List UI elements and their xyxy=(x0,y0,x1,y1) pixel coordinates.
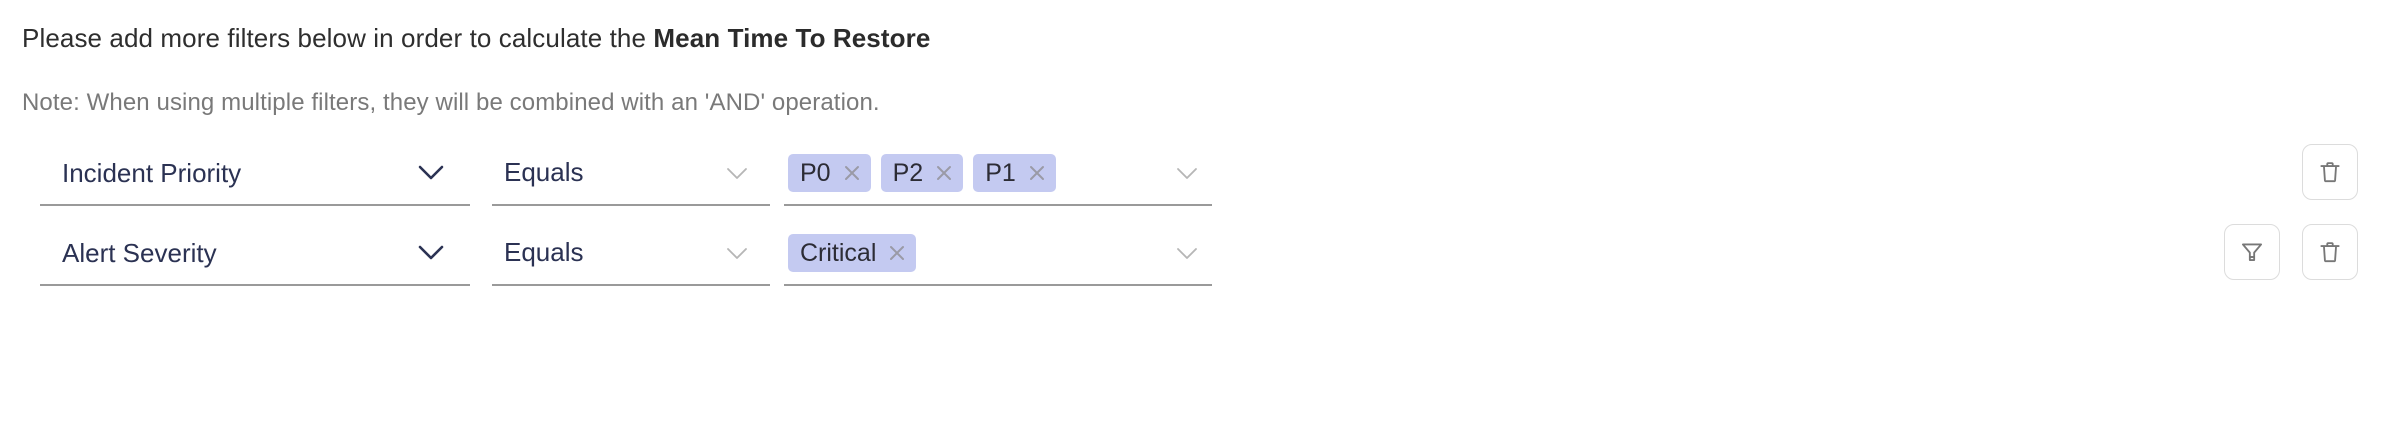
trash-icon xyxy=(2317,239,2343,265)
filter-rows: Incident Priority Equals xyxy=(0,144,2408,308)
page-title-lead: Please add more filters below in order t… xyxy=(22,23,654,53)
value-chip-label: P1 xyxy=(985,159,1016,187)
chevron-down-icon xyxy=(418,165,444,181)
value-chip[interactable]: P0 xyxy=(788,154,871,192)
filter-field-value: Incident Priority xyxy=(62,158,242,188)
chevron-down-icon xyxy=(726,247,748,260)
add-filter-button[interactable] xyxy=(2224,224,2280,280)
trash-icon xyxy=(2317,159,2343,185)
delete-filter-button[interactable] xyxy=(2302,224,2358,280)
value-chip-label: P0 xyxy=(800,159,831,187)
value-chip[interactable]: P1 xyxy=(973,154,1056,192)
filter-value-select[interactable]: Critical xyxy=(784,228,1212,286)
filter-row-actions xyxy=(2224,224,2358,280)
close-icon[interactable] xyxy=(886,242,908,264)
filter-value-chips: Critical xyxy=(788,234,917,272)
chevron-down-icon xyxy=(1176,167,1198,180)
filter-row: Incident Priority Equals xyxy=(0,144,2408,228)
value-chip-label: Critical xyxy=(800,239,877,267)
value-chip-label: P2 xyxy=(892,159,924,187)
chevron-down-icon xyxy=(726,167,748,180)
filter-field-select[interactable]: Alert Severity xyxy=(40,228,470,286)
funnel-icon xyxy=(2239,239,2265,265)
filter-value-chips: P0 P2 xyxy=(788,154,1056,192)
close-icon[interactable] xyxy=(1026,162,1048,184)
chevron-down-icon xyxy=(418,245,444,261)
value-chip[interactable]: Critical xyxy=(788,234,917,272)
filter-field-value: Alert Severity xyxy=(62,238,217,268)
metric-name: Mean Time To Restore xyxy=(653,23,931,53)
close-icon[interactable] xyxy=(933,162,955,184)
value-chip[interactable]: P2 xyxy=(880,154,964,192)
filter-row: Alert Severity Equals Cr xyxy=(0,224,2408,308)
filter-note: Note: When using multiple filters, they … xyxy=(22,89,880,116)
filter-row-actions xyxy=(2302,144,2358,200)
close-icon[interactable] xyxy=(841,162,863,184)
filter-operator-select[interactable]: Equals xyxy=(492,228,770,286)
filter-value-select[interactable]: P0 P2 xyxy=(784,148,1212,206)
filter-operator-value: Equals xyxy=(504,157,584,187)
delete-filter-button[interactable] xyxy=(2302,144,2358,200)
chevron-down-icon xyxy=(1176,247,1198,260)
page-title: Please add more filters below in order t… xyxy=(22,22,930,54)
filter-field-select[interactable]: Incident Priority xyxy=(40,148,470,206)
filter-operator-value: Equals xyxy=(504,237,584,267)
filter-operator-select[interactable]: Equals xyxy=(492,148,770,206)
